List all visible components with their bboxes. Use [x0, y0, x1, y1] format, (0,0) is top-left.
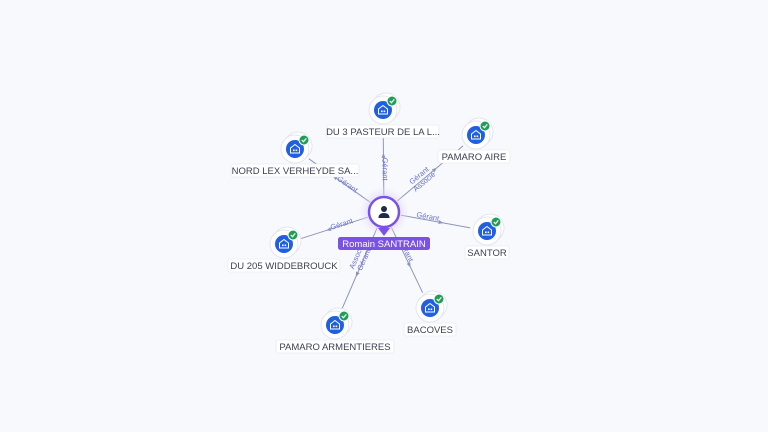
- edge-line: [382, 126, 385, 196]
- edge-role-label: Gérant: [329, 216, 354, 232]
- verified-check-icon: [338, 310, 350, 322]
- company-label-box: [437, 149, 511, 164]
- verified-check-icon: [298, 134, 310, 146]
- building-icon: [330, 319, 340, 330]
- center-person-node[interactable]: Romain SANTRAIN: [338, 186, 430, 250]
- company-node[interactable]: SANTOR: [464, 213, 510, 260]
- building-icon: [290, 143, 300, 154]
- company-label-box: [230, 163, 360, 178]
- edge-arrow: [355, 271, 360, 277]
- edge-role-label: Gérant: [416, 210, 441, 223]
- company-label-box: [403, 322, 457, 337]
- company-node[interactable]: NORD LEX VERHEYDE SA...: [230, 131, 360, 178]
- edge-role-label: Gérant: [380, 158, 389, 182]
- edge-line: [300, 216, 368, 240]
- company-node[interactable]: PAMARO AIRE: [437, 117, 511, 164]
- edge-arrow: [438, 220, 444, 225]
- company-label-box: [464, 245, 510, 260]
- verified-check-icon: [287, 229, 299, 241]
- company-name: PAMARO AIRE: [442, 152, 507, 163]
- verified-check-icon: [433, 293, 445, 305]
- edge: Gérant: [400, 210, 471, 229]
- nodes-layer: DU 3 PASTEUR DE LA L... PAMARO AIRE SANTOR…: [227, 92, 511, 354]
- verified-check-icon: [490, 216, 502, 228]
- center-name: Romain SANTRAIN: [342, 239, 426, 250]
- edge: Gérant: [300, 216, 368, 240]
- company-node[interactable]: PAMARO ARMENTIERES: [275, 307, 395, 354]
- company-node[interactable]: DU 3 PASTEUR DE LA L...: [326, 92, 440, 139]
- edge: Gérant: [380, 126, 390, 196]
- person-icon: [378, 206, 390, 218]
- company-label-box: [227, 258, 341, 273]
- edge-arrow: [381, 152, 386, 158]
- edge-arrow: [326, 227, 332, 231]
- center-pointer: [378, 228, 390, 236]
- company-name: DU 3 PASTEUR DE LA L...: [326, 127, 440, 138]
- edge-arrow: [406, 262, 411, 268]
- edge-line: [400, 214, 471, 229]
- company-name: NORD LEX VERHEYDE SA...: [232, 166, 359, 177]
- company-label-box: [326, 124, 440, 139]
- edge-arrow: [431, 167, 437, 173]
- building-icon: [482, 225, 492, 236]
- company-name: DU 205 WIDDEBROUCK: [230, 261, 338, 272]
- building-icon: [378, 104, 388, 115]
- building-icon: [471, 129, 481, 140]
- building-icon: [425, 302, 435, 313]
- company-name: PAMARO ARMENTIERES: [279, 342, 390, 353]
- company-node[interactable]: BACOVES: [403, 290, 457, 337]
- center-label-box: [338, 237, 430, 250]
- company-name: BACOVES: [407, 325, 453, 336]
- verified-check-icon: [386, 95, 398, 107]
- verified-check-icon: [479, 120, 491, 132]
- company-node[interactable]: DU 205 WIDDEBROUCK: [227, 226, 341, 273]
- building-icon: [279, 238, 289, 249]
- company-label-box: [275, 339, 395, 354]
- company-name: SANTOR: [467, 248, 507, 259]
